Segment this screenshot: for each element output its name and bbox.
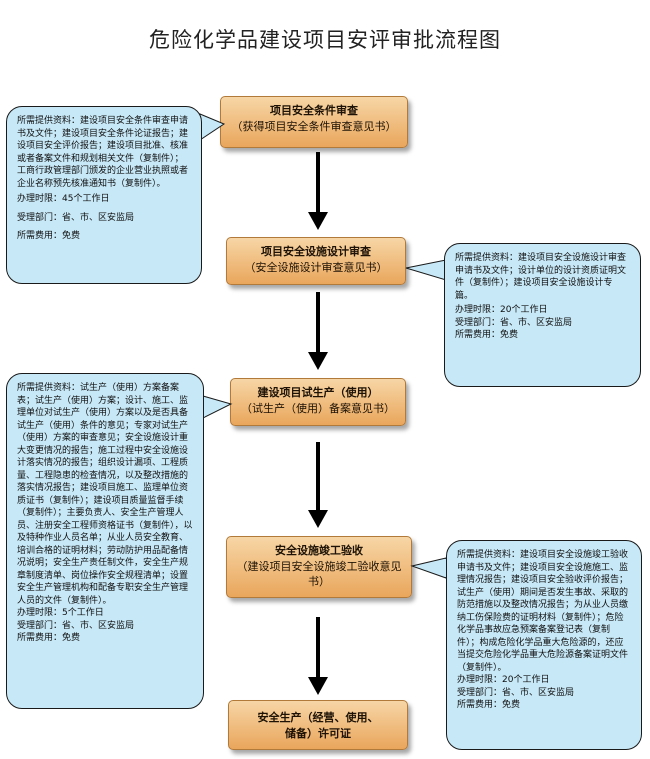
step-sub-label: （试生产（使用）备案意见书） [241,402,395,415]
step-safety-facility-design-review: 项目安全设施设计审查 （安全设施设计审查意见书） [226,237,406,285]
step-safety-condition-review: 项目安全条件审查 （获得项目安全条件审查意见书） [220,96,408,148]
callout-trial-production-materials: 所需提供资料：试生产（使用）方案备案表；试生产（使用）方案；设计、施工、监理单位… [6,373,204,709]
step-completion-acceptance: 安全设施竣工验收 （建设项目安全设施竣工验收意见书） [226,536,412,598]
callout-fee-text: 所需费用：免费 [457,700,521,710]
page-title: 危险化学品建设项目安评审批流程图 [149,28,501,52]
callout-design-review-materials: 所需提供资料：建设项目安全设施设计审查申请书及文件；设计单位的设计资质证明文件（… [444,243,641,387]
callout-fee-text: 所需费用：免费 [17,633,81,643]
callout-tail-1 [198,113,226,141]
callout-tail-4 [410,557,448,579]
callout-materials-text: 所需提供资料：试生产（使用）方案备案表；试生产（使用）方案；设计、施工、监理单位… [17,383,193,606]
step-sub-label: （获得项目安全条件审查意见书） [231,120,397,133]
callout-materials-text: 所需提供资料：建设项目安全条件审查申请书及文件；建设项目安全条件论证报告；建设项… [17,116,189,189]
callout-materials-text: 所需提供资料：建设项目安全设施设计审查申请书及文件；设计单位的设计资质证明文件（… [455,253,627,301]
callout-time-text: 办理时限：20个工作日 [457,675,550,685]
flow-arrow-2 [308,292,328,370]
callout-time-text: 办理时限：45个工作日 [17,194,110,204]
step-sub-label: （建设项目安全设施竣工验收意见书） [236,560,402,588]
callout-fee-text: 所需费用：免费 [17,231,81,241]
callout-dept-text: 受理部门：省、市、区安监局 [457,687,575,698]
flow-arrow-3 [308,442,328,528]
step-trial-production: 建设项目试生产（使用） （试生产（使用）备案意见书） [230,378,406,426]
callout-safety-condition-materials: 所需提供资料：建设项目安全条件审查申请书及文件；建设项目安全条件论证报告；建设项… [6,106,202,284]
callout-dept-text: 受理部门：省、市、区安监局 [17,620,135,631]
flow-arrow-1 [308,152,328,230]
callout-materials-text: 所需提供资料：建设项目安全设施竣工验收申请书及文件；建设项目安全设施施工、监理情… [457,550,629,673]
callout-tail-2 [405,259,448,281]
step-sub-label: （安全设施设计审查意见书） [244,261,388,274]
step-main-label: 项目安全设施设计审查 [261,245,371,258]
step-main-label: 安全生产（经营、使用、储备）许可证 [257,711,379,740]
step-production-license: 安全生产（经营、使用、储备）许可证 [228,700,408,750]
callout-time-text: 办理时限：20个工作日 [455,305,548,315]
callout-fee-text: 所需费用：免费 [455,330,519,340]
step-main-label: 项目安全条件审查 [270,104,358,117]
flow-arrow-4 [308,617,328,695]
callout-time-text: 办理时限：5个工作日 [17,608,104,618]
callout-tail-3 [201,395,233,419]
callout-dept-text: 受理部门：省、市、区安监局 [455,317,573,328]
callout-completion-acceptance-materials: 所需提供资料：建设项目安全设施竣工验收申请书及文件；建设项目安全设施施工、监理情… [446,540,642,750]
callout-dept-text: 受理部门：省、市、区安监局 [17,212,135,223]
step-main-label: 建设项目试生产（使用） [257,386,379,399]
step-main-label: 安全设施竣工验收 [275,544,363,557]
